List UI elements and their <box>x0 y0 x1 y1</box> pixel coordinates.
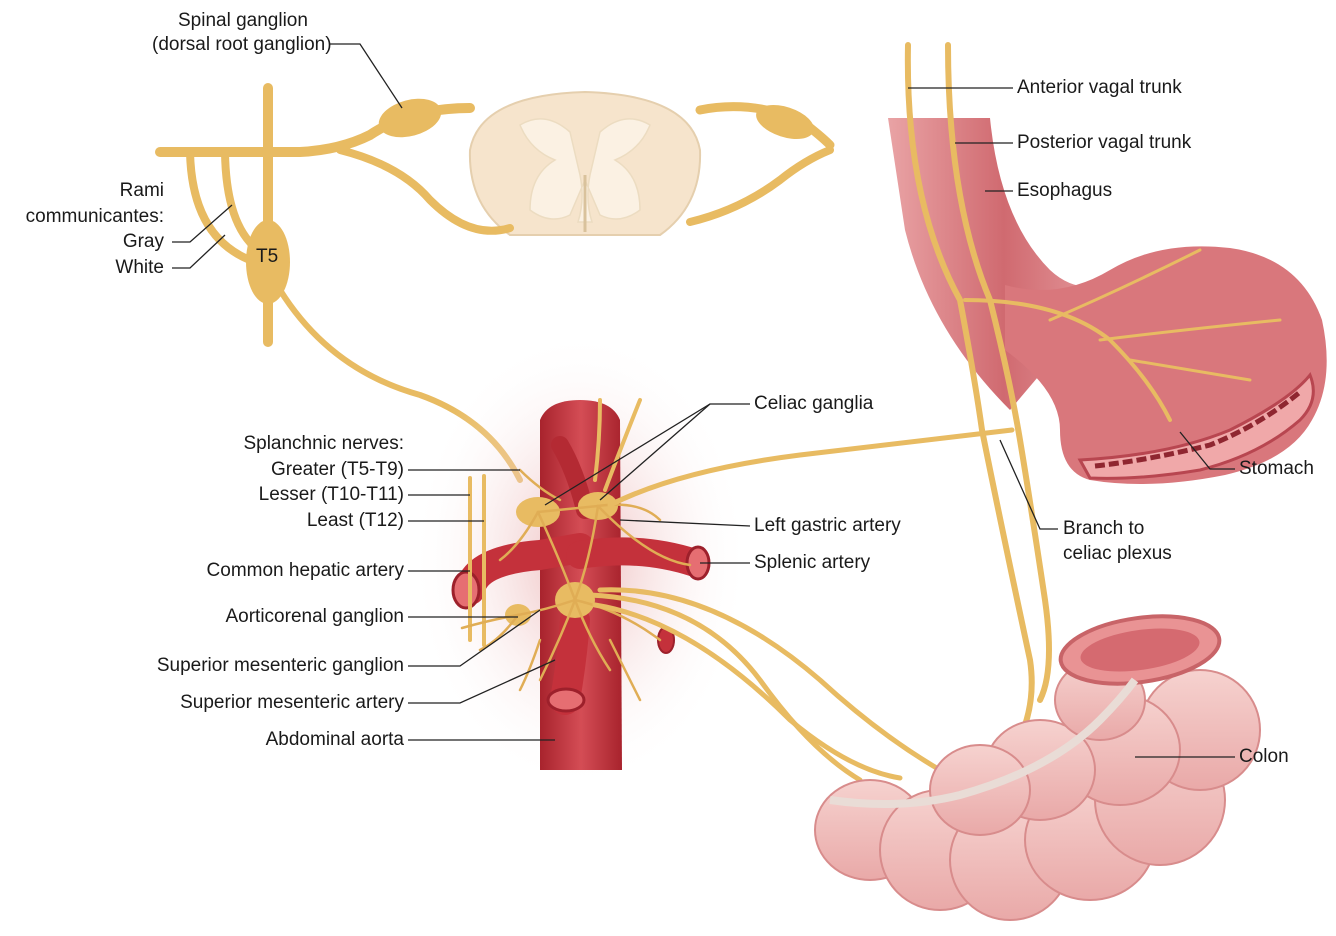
label-splenic-artery: Splenic artery <box>754 552 870 574</box>
label-white: White <box>60 257 164 279</box>
label-gray: Gray <box>60 231 164 253</box>
sma-opening <box>548 689 584 711</box>
label-spinal-ganglion: Spinal ganglion <box>178 10 308 32</box>
label-lesser-splanchnic: Lesser (T10-T11) <box>150 484 404 506</box>
spinal-cord <box>470 92 700 235</box>
label-superior-mesenteric-ganglion: Superior mesenteric ganglion <box>60 655 404 677</box>
label-stomach: Stomach <box>1239 458 1314 480</box>
label-greater-splanchnic: Greater (T5-T9) <box>150 459 404 481</box>
label-dorsal-root-ganglion: (dorsal root ganglion) <box>152 34 332 56</box>
label-celiac-ganglia: Celiac ganglia <box>754 393 873 415</box>
label-abdominal-aorta: Abdominal aorta <box>100 729 404 751</box>
label-least-splanchnic: Least (T12) <box>150 510 404 532</box>
sympathetic-trunk <box>190 88 268 342</box>
label-colon: Colon <box>1239 746 1289 768</box>
label-anterior-vagal-trunk: Anterior vagal trunk <box>1017 77 1182 99</box>
spinal-ganglion <box>374 92 445 143</box>
label-esophagus: Esophagus <box>1017 180 1112 202</box>
label-superior-mesenteric-artery: Superior mesenteric artery <box>60 692 404 714</box>
label-left-gastric-artery: Left gastric artery <box>754 515 901 537</box>
label-t5: T5 <box>256 246 278 268</box>
label-communicantes: communicantes: <box>4 206 164 228</box>
label-posterior-vagal-trunk: Posterior vagal trunk <box>1017 132 1191 154</box>
label-branch-to: Branch to <box>1063 518 1144 540</box>
label-common-hepatic-artery: Common hepatic artery <box>100 560 404 582</box>
label-splanchnic-nerves: Splanchnic nerves: <box>150 433 404 455</box>
hepatic-artery-opening <box>453 572 479 608</box>
label-rami: Rami <box>60 180 164 202</box>
label-celiac-plexus: celiac plexus <box>1063 543 1172 565</box>
label-aorticorenal-ganglion: Aorticorenal ganglion <box>100 606 404 628</box>
